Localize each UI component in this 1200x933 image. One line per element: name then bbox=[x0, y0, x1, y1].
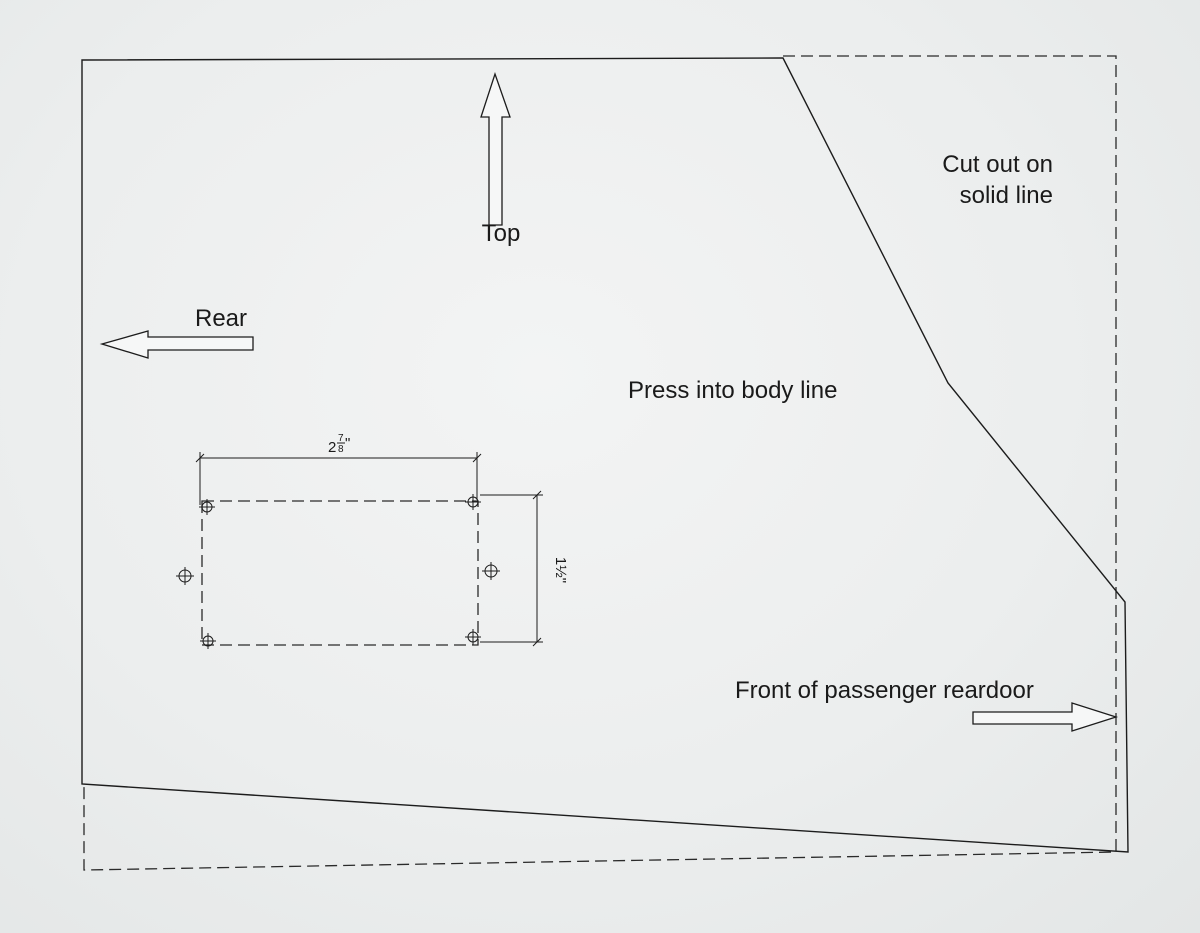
height-label: 1½" bbox=[552, 557, 569, 583]
width-unit: " bbox=[345, 435, 350, 452]
press-into-body-line-label: Press into body line bbox=[628, 377, 837, 404]
crosshair-circle-icon bbox=[482, 562, 500, 580]
rear-label: Rear bbox=[195, 305, 247, 332]
cut-out-label-line1: Cut out on bbox=[942, 151, 1053, 178]
crosshair-circle-icon bbox=[465, 629, 481, 645]
arrow-left-icon bbox=[99, 330, 254, 359]
solid-cut-outline bbox=[81, 57, 1129, 853]
crosshair-circle-icon bbox=[176, 567, 194, 585]
crosshair-circle-icon bbox=[199, 499, 215, 515]
width-frac-num: 7 bbox=[338, 433, 344, 444]
front-label: Front of passenger reardoor bbox=[735, 677, 1034, 704]
width-dimension: 2 7 8 " bbox=[195, 433, 482, 505]
arrow-up-icon bbox=[480, 71, 511, 226]
top-label: Top bbox=[482, 220, 521, 247]
dashed-outer-border bbox=[83, 55, 1117, 871]
cut-out-label-line2: solid line bbox=[960, 182, 1053, 209]
crosshair-circle-icon bbox=[465, 494, 481, 510]
crosshair-circle-icon bbox=[200, 633, 216, 649]
arrow-right-icon bbox=[972, 702, 1119, 732]
width-frac-den: 8 bbox=[338, 444, 344, 455]
width-whole: 2 bbox=[328, 439, 336, 456]
height-dimension: 1½" bbox=[480, 490, 569, 647]
dashed-cutout-rectangle bbox=[201, 500, 479, 646]
